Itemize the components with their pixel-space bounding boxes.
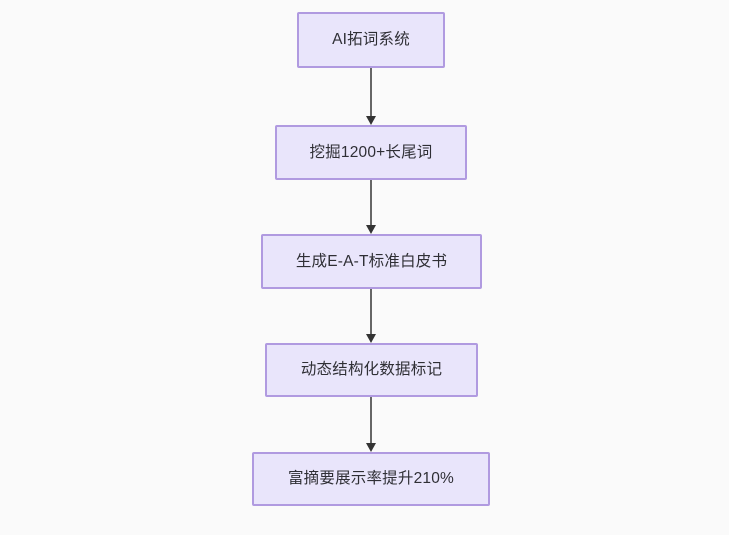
- node-label: AI拓词系统: [332, 31, 410, 49]
- node-label: 挖掘1200+长尾词: [309, 143, 433, 161]
- node-label: 动态结构化数据标记: [300, 361, 443, 379]
- arrowhead-icon: [366, 116, 376, 125]
- edge-node-2-to-node-3: [361, 180, 381, 234]
- edge-node-1-to-node-2: [361, 68, 381, 125]
- flowchart-node-rich-snippet-impression-increase[interactable]: 富摘要展示率提升210%: [252, 452, 490, 506]
- flowchart-node-mine-longtail-keywords[interactable]: 挖掘1200+长尾词: [275, 125, 467, 180]
- arrowhead-icon: [366, 443, 376, 452]
- arrowhead-icon: [366, 225, 376, 234]
- flowchart-node-generate-eat-whitepaper[interactable]: 生成E-A-T标准白皮书: [261, 234, 482, 289]
- node-label: 富摘要展示率提升210%: [287, 470, 455, 488]
- edge-node-4-to-node-5: [361, 397, 381, 452]
- node-label: 生成E-A-T标准白皮书: [295, 252, 448, 270]
- flowchart-node-ai-keyword-system[interactable]: AI拓词系统: [297, 12, 445, 68]
- edge-node-3-to-node-4: [361, 289, 381, 343]
- arrowhead-icon: [366, 334, 376, 343]
- flowchart-node-dynamic-structured-data-markup[interactable]: 动态结构化数据标记: [265, 343, 478, 397]
